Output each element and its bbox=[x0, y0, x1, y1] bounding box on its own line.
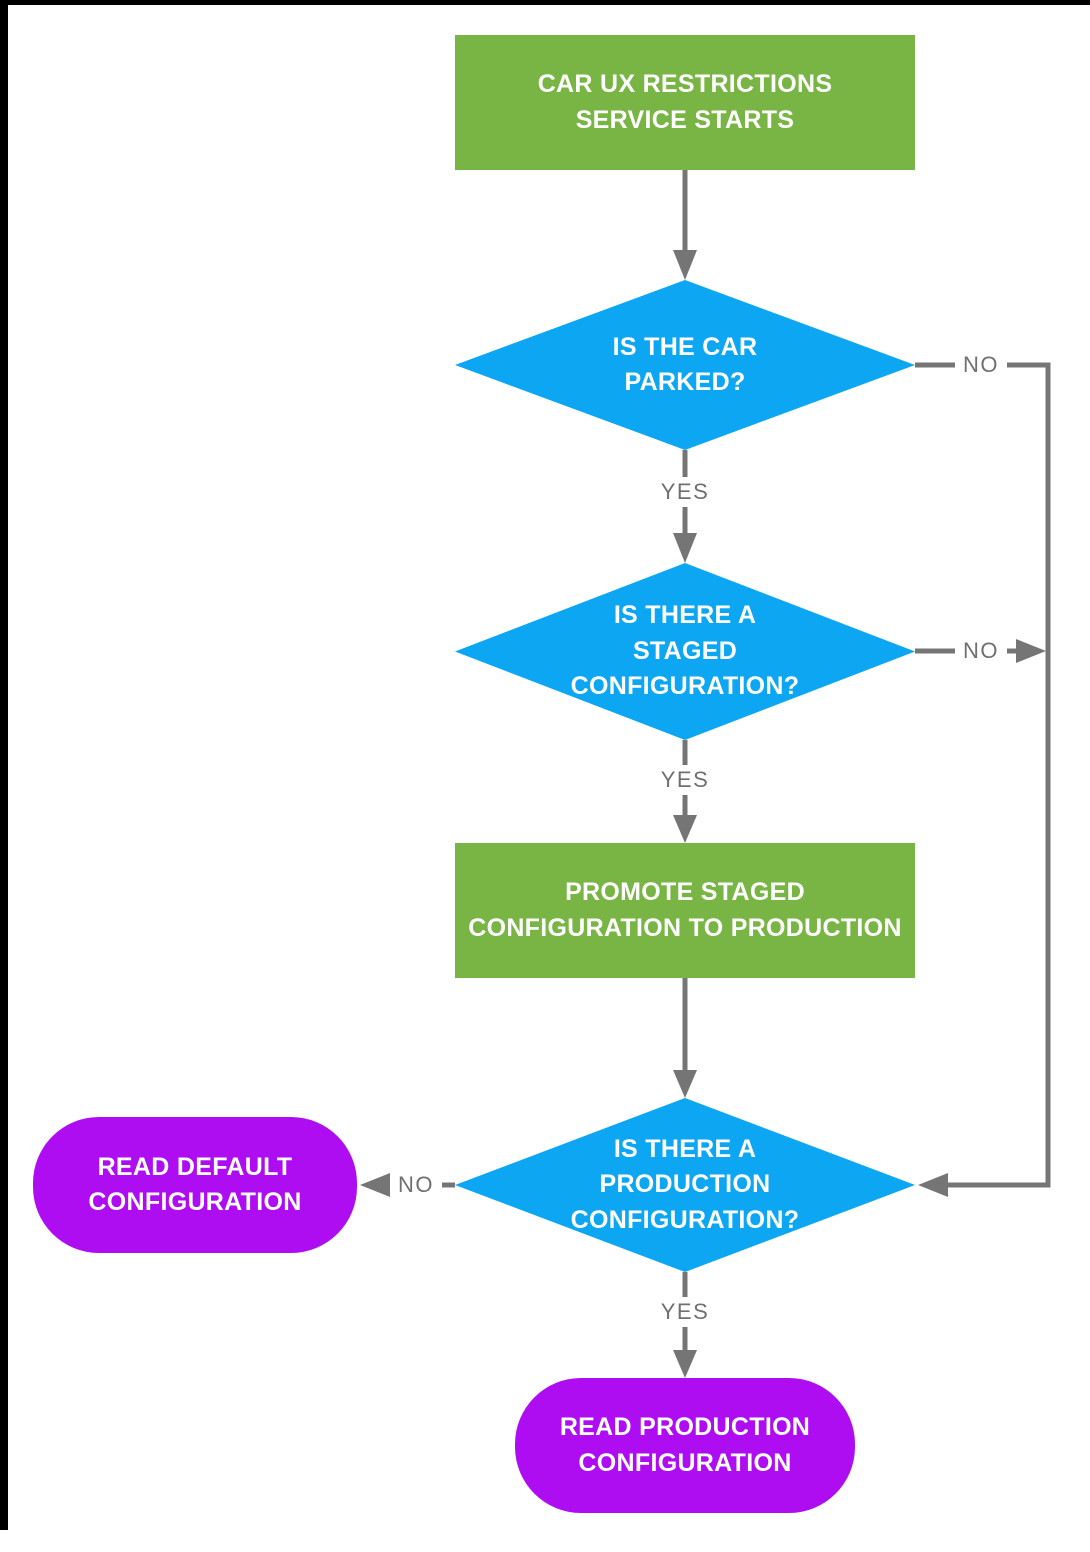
node-read-production-label: READ PRODUCTION CONFIGURATION bbox=[559, 1413, 811, 1477]
edge-label-parked-yes: YES bbox=[652, 477, 718, 507]
frame-border-left bbox=[0, 0, 8, 1530]
node-read-default-terminator: READ DEFAULT CONFIGURATION bbox=[33, 1117, 357, 1253]
arrowhead-right-icon bbox=[1016, 639, 1046, 663]
arrowhead-down-icon bbox=[673, 1070, 697, 1098]
frame-border-top bbox=[0, 0, 1090, 5]
arrowhead-down-icon bbox=[673, 533, 697, 563]
edge-label-parked-no: NO bbox=[955, 350, 1007, 380]
node-start-label: CAR UX RESTRICTIONS SERVICE STARTS bbox=[537, 70, 833, 134]
edge-parked-no-line bbox=[915, 362, 1051, 1188]
arrowhead-left-icon bbox=[918, 1173, 948, 1197]
node-promote-process: PROMOTE STAGED CONFIGURATION TO PRODUCTI… bbox=[455, 843, 915, 978]
node-read-default-label: READ DEFAULT CONFIGURATION bbox=[88, 1152, 302, 1217]
edge-label-production-no: NO bbox=[390, 1170, 442, 1200]
arrowhead-down-icon bbox=[673, 250, 697, 280]
node-start-process: CAR UX RESTRICTIONS SERVICE STARTS bbox=[455, 35, 915, 170]
node-staged-label: IS THERE A STAGED CONFIGURATION? bbox=[570, 601, 800, 701]
node-read-production-terminator: READ PRODUCTION CONFIGURATION bbox=[515, 1378, 855, 1513]
edge-label-production-yes: YES bbox=[652, 1297, 718, 1327]
node-production-label: IS THERE A PRODUCTION CONFIGURATION? bbox=[570, 1134, 800, 1234]
arrowhead-down-icon bbox=[673, 1350, 697, 1378]
arrowhead-left-icon bbox=[360, 1173, 390, 1197]
arrowhead-down-icon bbox=[673, 815, 697, 843]
node-promote-label: PROMOTE STAGED CONFIGURATION TO PRODUCTI… bbox=[468, 878, 902, 942]
node-parked-label: IS THE CAR PARKED? bbox=[612, 332, 758, 397]
edge-label-staged-no: NO bbox=[955, 636, 1007, 666]
edge-label-staged-yes: YES bbox=[652, 765, 718, 795]
